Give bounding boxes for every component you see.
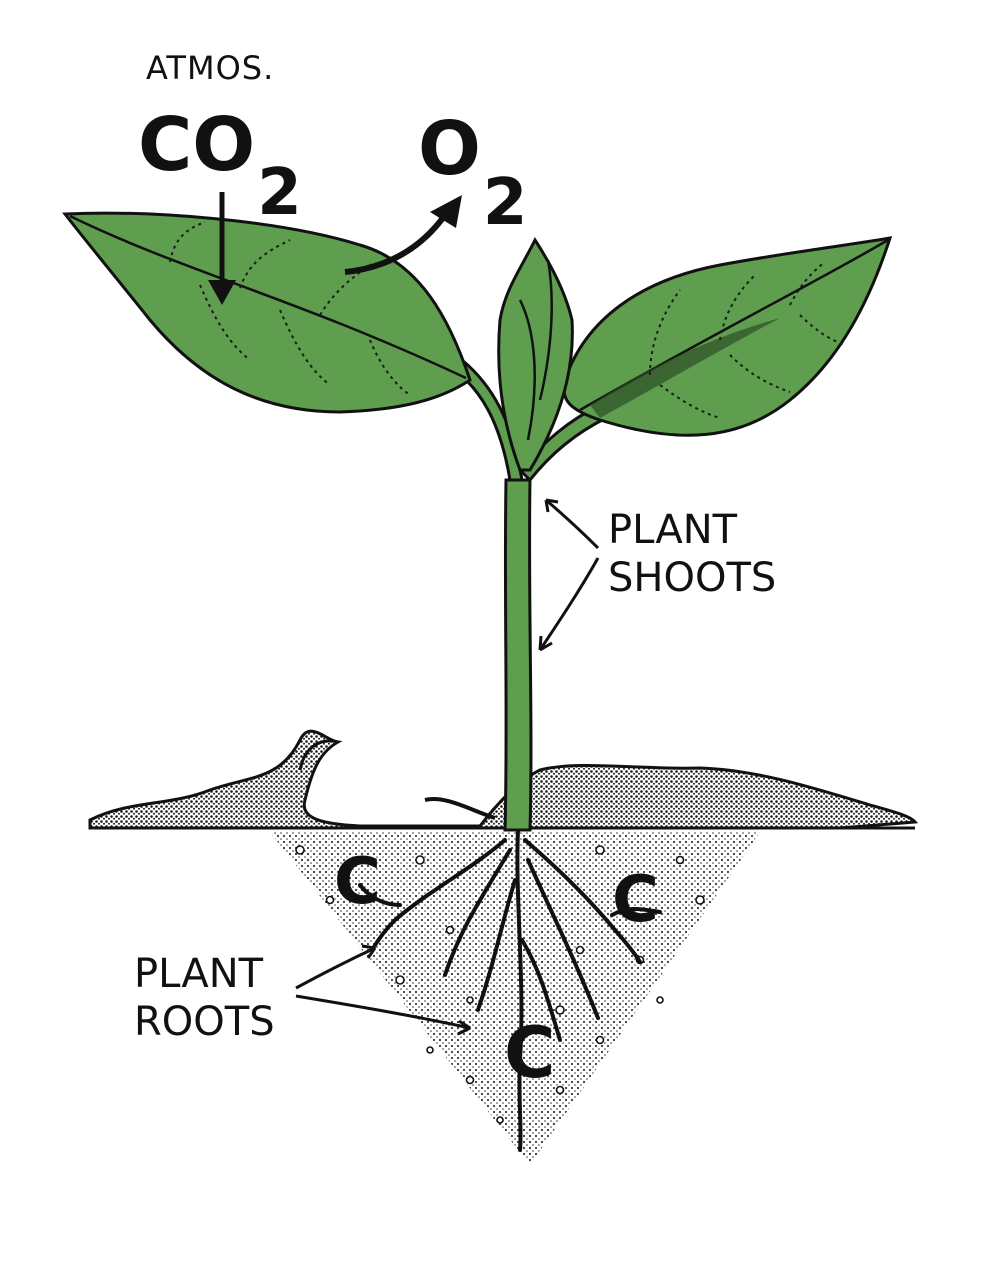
co2-main: CO xyxy=(138,102,255,188)
o2-arrow-head xyxy=(430,195,462,228)
plant-roots-label: PLANT ROOTS xyxy=(134,950,275,1046)
soil-mound xyxy=(90,731,915,828)
shoots-line-2: SHOOTS xyxy=(608,554,776,602)
carbon-label-left: C xyxy=(334,850,381,914)
shoots-line-1: PLANT xyxy=(608,506,776,554)
small-root-curl xyxy=(425,799,495,818)
roots-line-1: PLANT xyxy=(134,950,275,998)
plant-shoots-label: PLANT SHOOTS xyxy=(608,506,776,602)
o2-label: O2 xyxy=(418,112,527,186)
o2-main: O xyxy=(418,106,481,192)
o2-subscript: 2 xyxy=(483,166,528,240)
co2-label: CO2 xyxy=(138,108,302,182)
atmosphere-label: ATMOS. xyxy=(146,52,274,84)
carbon-label-bottom: C xyxy=(504,1018,555,1088)
roots-line-2: ROOTS xyxy=(134,998,275,1046)
carbon-label-right: C xyxy=(612,868,659,932)
co2-subscript: 2 xyxy=(257,156,302,230)
plant-stem xyxy=(505,480,531,830)
left-leaf xyxy=(65,213,470,412)
shoots-pointers xyxy=(540,500,598,650)
